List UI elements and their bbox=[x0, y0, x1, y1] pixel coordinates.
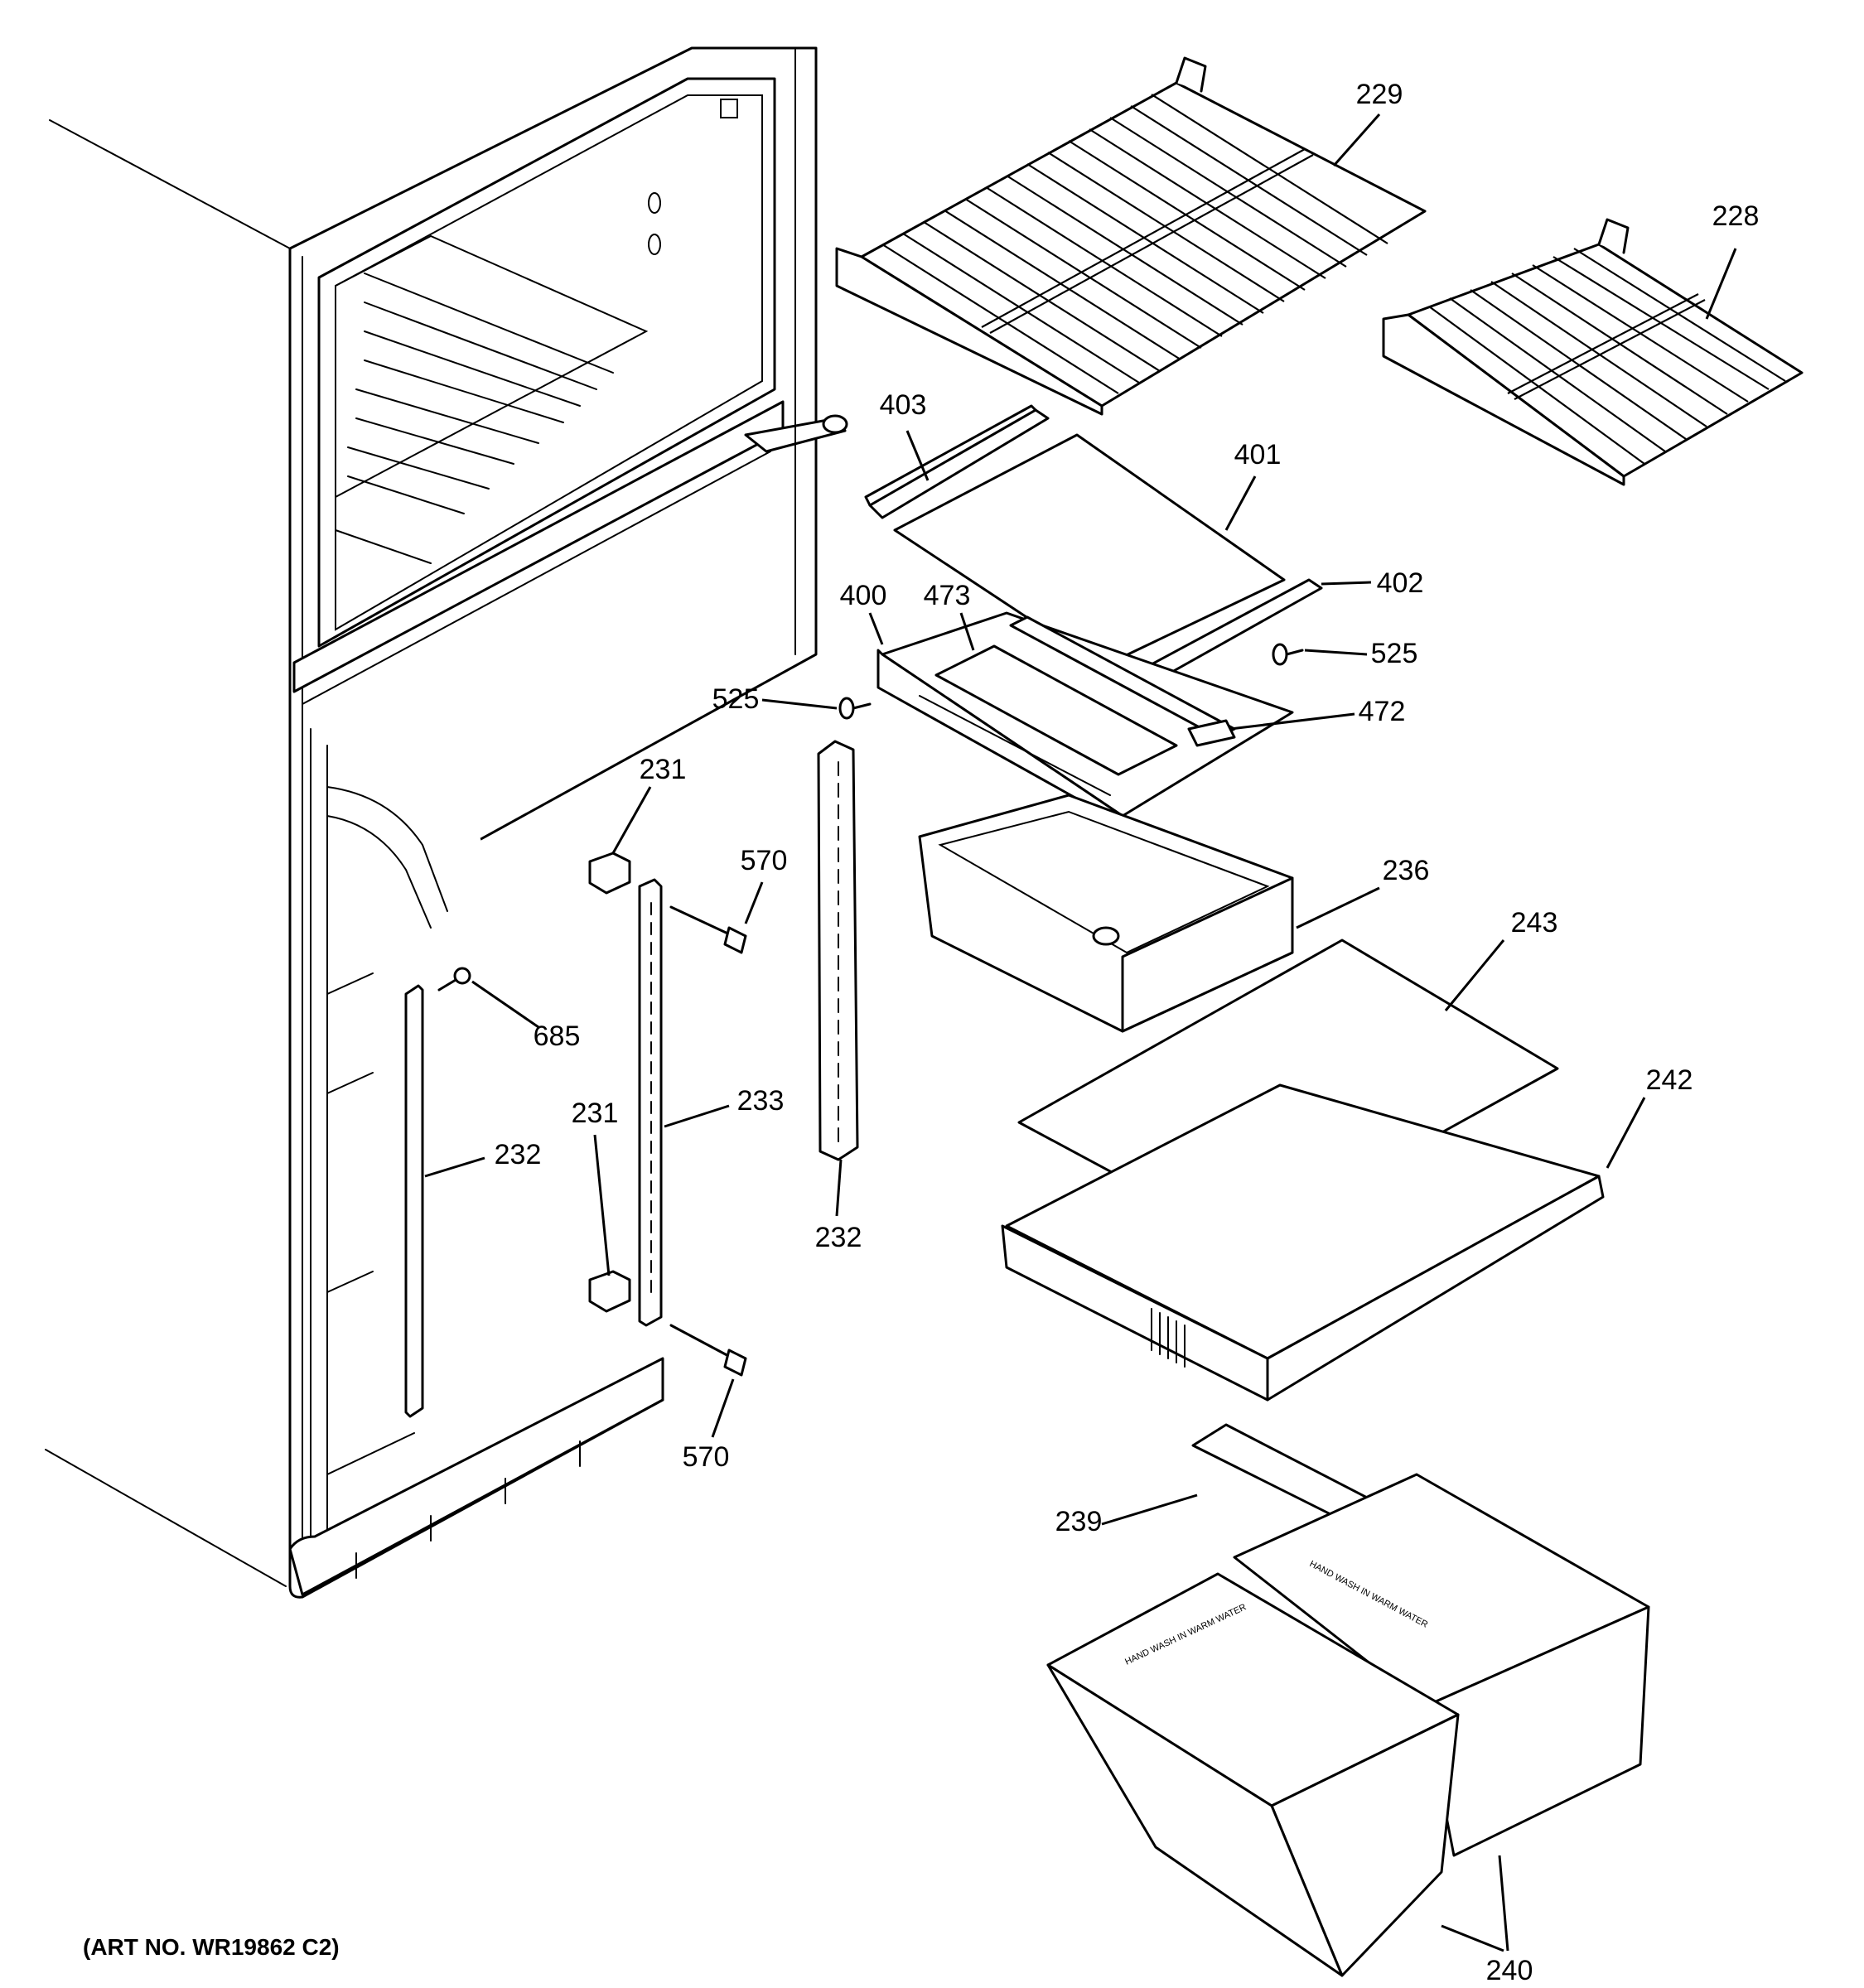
callout-525-right: 525 bbox=[1371, 638, 1418, 669]
callout-401: 401 bbox=[1234, 439, 1282, 470]
callout-229: 229 bbox=[1356, 79, 1403, 110]
shelf-rail-233 bbox=[638, 878, 663, 1327]
screw-570-top bbox=[669, 905, 747, 954]
callout-472: 472 bbox=[1359, 696, 1406, 727]
screw-525-left bbox=[838, 697, 872, 720]
crisper-drawer-240-right: HAND WASH IN WARM WATER bbox=[1233, 1473, 1650, 1857]
callout-403: 403 bbox=[880, 389, 927, 421]
callout-242: 242 bbox=[1646, 1064, 1693, 1096]
callout-243: 243 bbox=[1511, 907, 1558, 939]
art-number: (ART NO. WR19862 C2) bbox=[83, 1934, 340, 1960]
screw-570-bottom bbox=[669, 1324, 747, 1377]
callout-525-left: 525 bbox=[712, 683, 760, 715]
screw-685 bbox=[437, 967, 471, 992]
callout-236: 236 bbox=[1383, 855, 1430, 886]
wire-shelf-229 bbox=[835, 56, 1427, 416]
callout-231-top: 231 bbox=[640, 754, 687, 785]
shelf-rail-473 bbox=[934, 644, 1178, 776]
shelf-trim-403 bbox=[864, 404, 1050, 519]
callout-239: 239 bbox=[1055, 1506, 1103, 1537]
refrigerator-cabinet bbox=[45, 46, 848, 1599]
callout-232-left: 232 bbox=[495, 1139, 542, 1170]
wire-shelf-228 bbox=[1382, 218, 1804, 486]
shelf-rail-232-left bbox=[404, 984, 424, 1418]
callout-570-bottom: 570 bbox=[683, 1441, 730, 1473]
callout-570-top: 570 bbox=[741, 845, 788, 876]
crisper-frame-242 bbox=[1001, 1083, 1605, 1402]
screw-525-right bbox=[1272, 643, 1304, 666]
deli-pan-236 bbox=[918, 794, 1294, 1033]
callout-233: 233 bbox=[737, 1085, 785, 1117]
callout-473: 473 bbox=[924, 580, 971, 611]
callout-685: 685 bbox=[534, 1021, 581, 1052]
callout-240: 240 bbox=[1486, 1955, 1533, 1986]
leader-lines bbox=[424, 113, 1737, 1952]
callout-400: 400 bbox=[840, 580, 887, 611]
callout-232-right: 232 bbox=[815, 1222, 862, 1253]
callout-402: 402 bbox=[1377, 567, 1424, 599]
callout-labels: 229 228 403 401 402 525 400 473 525 472 … bbox=[495, 79, 1760, 1986]
spacer-231-bottom bbox=[588, 1270, 631, 1313]
spacer-231-top bbox=[588, 852, 631, 895]
crisper-drawer-240-left: HAND WASH IN WARM WATER bbox=[1046, 1572, 1460, 1977]
shelf-rail-232-right bbox=[817, 740, 859, 1161]
callout-231-bottom: 231 bbox=[572, 1098, 619, 1129]
callout-228: 228 bbox=[1712, 200, 1760, 232]
